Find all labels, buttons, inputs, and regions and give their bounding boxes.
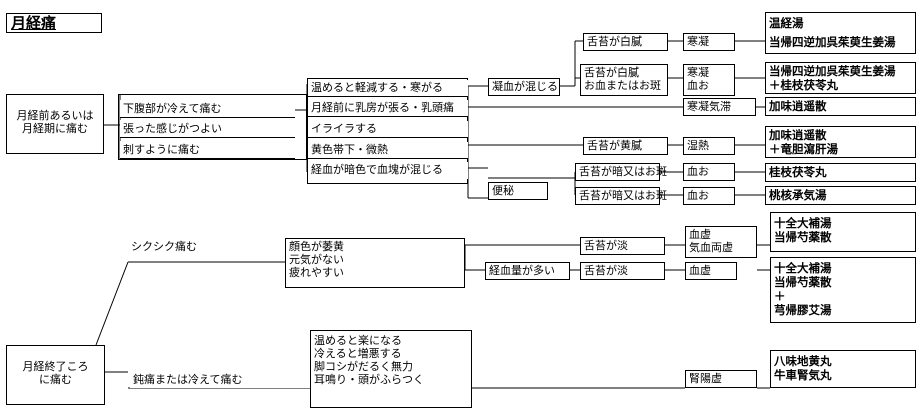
tongue-wg2-line2: お血またはお斑 xyxy=(584,79,661,92)
tongue-dark-spots-2: 舌苔が暗又はお斑 xyxy=(575,187,667,205)
sign-irritable: イライラする xyxy=(308,121,468,138)
formula-9-line2: 牛車腎気丸 xyxy=(774,368,832,382)
tongue-white-greasy-1: 舌苔が白膩 xyxy=(583,33,668,51)
formula-1-line2: 当帰四逆加呉茱萸生姜湯 xyxy=(769,35,896,49)
pattern-stasis-1: 血お xyxy=(683,163,735,181)
pale-line2: 元気がない xyxy=(289,253,344,266)
pattern-cold-stagnation: 寒凝 xyxy=(683,33,735,51)
diagram-title: 月経痛 xyxy=(6,13,102,33)
formula-4-line1: 加味逍遥散 xyxy=(769,128,827,142)
cold-stasis-line2: 血お xyxy=(687,79,709,92)
formula-8-line2: 当帰芍薬散 xyxy=(774,275,832,289)
root-after-line2: に痛む xyxy=(39,373,72,386)
formula-2-line2: ＋桂枝茯苓丸 xyxy=(769,78,838,92)
formula-2: 当帰四逆加呉茱萸生姜湯 ＋桂枝茯苓丸 xyxy=(765,62,916,94)
symptom-dull-pain: シクシク痛む xyxy=(128,238,285,256)
level1-group-border xyxy=(118,94,307,160)
pattern-blood-deficiency: 血虚 xyxy=(685,262,737,280)
kidney-line2: 冷えると増悪する xyxy=(314,347,402,360)
sign-dark-blood: 経血が暗色で血塊が混じる xyxy=(308,162,468,179)
sign-kidney-cold: 温めると楽になる 冷えると増悪する 脚コシがだるく無力 耳鳴り・頭がふらつく xyxy=(310,330,472,408)
pattern-kidney-yang: 腎陽虚 xyxy=(685,370,757,388)
formula-3: 加味逍遥散 xyxy=(765,97,916,116)
tongue-dark-spots-1: 舌苔が暗又はお斑 xyxy=(575,163,667,181)
tongue-white-greasy-2: 舌苔が白膩 お血またはお斑 xyxy=(580,64,668,96)
symptom-stabbing: 刺すように痛む xyxy=(120,141,295,159)
formula-2-line1: 当帰四逆加呉茱萸生姜湯 xyxy=(769,64,896,78)
formula-8-line1: 十全大補湯 xyxy=(774,261,832,275)
symptom-cold-abdomen: 下腹部が冷えて痛む xyxy=(120,100,295,118)
pattern-stasis-2: 血お xyxy=(683,187,735,205)
pattern-cold-qi: 寒凝気滞 xyxy=(683,98,756,116)
tongue-wg2-line1: 舌苔が白膩 xyxy=(584,66,639,79)
formula-5: 桂枝茯苓丸 xyxy=(765,163,916,182)
root-before-line1: 月経前あるいは xyxy=(16,109,94,122)
pale-line1: 顔色が萎黄 xyxy=(289,240,344,253)
pattern-dual-deficiency: 血虚 気血両虚 xyxy=(685,226,757,258)
symptom-blunt-pain: 鈍痛または冷えて痛む xyxy=(130,372,310,388)
cold-stasis-line1: 寒凝 xyxy=(687,66,709,79)
sign-breast-pain: 月経前に乳房が張る・乳頭痛 xyxy=(308,100,468,117)
formula-4: 加味逍遥散 ＋竜胆瀉肝湯 xyxy=(765,126,916,158)
formula-8: 十全大補湯 当帰芍薬散 ＋ 芎帰膠艾湯 xyxy=(770,257,916,323)
formula-9: 八味地黄丸 牛車腎気丸 xyxy=(770,350,916,388)
root-before-menses: 月経前あるいは 月経期に痛む xyxy=(6,94,104,154)
sign-heavy-flow: 経血量が多い xyxy=(485,262,570,280)
sign-clots: 凝血が混じる xyxy=(488,78,560,96)
formula-9-line1: 八味地黄丸 xyxy=(774,354,832,368)
formula-8-line4: 芎帰膠艾湯 xyxy=(774,303,832,317)
formula-7: 十全大補湯 当帰芍薬散 xyxy=(770,212,916,252)
formula-1-line1: 温経湯 xyxy=(769,16,804,30)
tongue-yellow-greasy: 舌苔が黄膩 xyxy=(583,137,668,155)
root-after-line1: 月経終了ころ xyxy=(22,360,89,373)
sign-yellow-discharge: 黄色帯下・微熱 xyxy=(308,142,468,159)
root-before-line2: 月経期に痛む xyxy=(22,122,88,135)
pale-line3: 疲れやすい xyxy=(289,266,344,279)
sign-warm-relief: 温めると軽減する・寒がる xyxy=(308,80,468,97)
sign-pale-fatigue: 顔色が萎黄 元気がない 疲れやすい xyxy=(285,238,465,288)
formula-8-line3: ＋ xyxy=(774,289,786,303)
tongue-pale-1: 舌苔が淡 xyxy=(580,237,665,255)
formula-7-line2: 当帰芍薬散 xyxy=(774,230,832,244)
formula-4-line2: ＋竜胆瀉肝湯 xyxy=(769,142,838,156)
kidney-line4: 耳鳴り・頭がふらつく xyxy=(314,373,424,386)
formula-6: 桃核承気湯 xyxy=(765,186,916,205)
kidney-line3: 脚コシがだるく無力 xyxy=(314,360,413,373)
symptom-tension: 張った感じがつよい xyxy=(120,120,295,138)
dual-def-line1: 血虚 xyxy=(689,228,711,241)
formula-1: 温経湯 当帰四逆加呉茱萸生姜湯 xyxy=(765,12,916,54)
formula-7-line1: 十全大補湯 xyxy=(774,216,832,230)
pattern-cold-stasis: 寒凝 血お xyxy=(683,64,735,96)
root-after-menses: 月経終了ころ に痛む xyxy=(6,345,105,405)
kidney-line1: 温めると楽になる xyxy=(314,334,402,347)
tongue-pale-2: 舌苔が淡 xyxy=(580,262,665,280)
pattern-damp-heat: 湿熱 xyxy=(683,137,735,155)
sign-constipation: 便秘 xyxy=(488,182,548,200)
dual-def-line2: 気血両虚 xyxy=(689,241,733,254)
